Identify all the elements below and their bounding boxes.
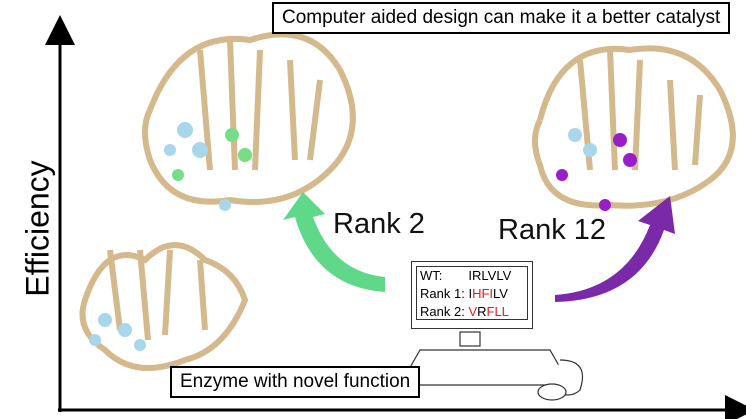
seq-part: R: [477, 304, 487, 319]
rank1-label: Rank 1:: [420, 286, 465, 301]
green-arrow: [283, 192, 385, 292]
rank-2-label: Rank 2: [333, 208, 425, 240]
wt-sequence: IRLVLV: [468, 268, 512, 283]
protein-wt: [79, 242, 249, 371]
rank2-label: Rank 2:: [420, 304, 465, 319]
computer-monitor: WT: IRLVLV Rank 1: IHFILV Rank 2: VRFLL: [411, 261, 533, 329]
computer-keyboard: [398, 331, 584, 401]
seq-mutation: HFI: [472, 286, 494, 301]
seq-mutation: V: [468, 304, 478, 319]
rank1-row: Rank 1: IHFILV: [420, 285, 524, 303]
bottom-label: Enzyme with novel function: [170, 366, 421, 398]
seq-mutation: FLL: [486, 304, 509, 319]
seq-part: LV: [493, 286, 508, 301]
top-label: Computer aided design can make it a bett…: [272, 2, 731, 34]
protein-rank2: [142, 31, 356, 211]
seq-part: I: [468, 286, 473, 301]
rank2-row: Rank 2: VRFLL: [420, 303, 524, 321]
rank-12-label: Rank 12: [498, 214, 607, 246]
protein-rank12: [532, 45, 736, 211]
wt-label: WT:: [420, 268, 443, 283]
wt-row: WT: IRLVLV: [420, 267, 524, 285]
y-axis-label: Efficiency: [19, 160, 56, 297]
purple-arrow: [555, 196, 675, 302]
